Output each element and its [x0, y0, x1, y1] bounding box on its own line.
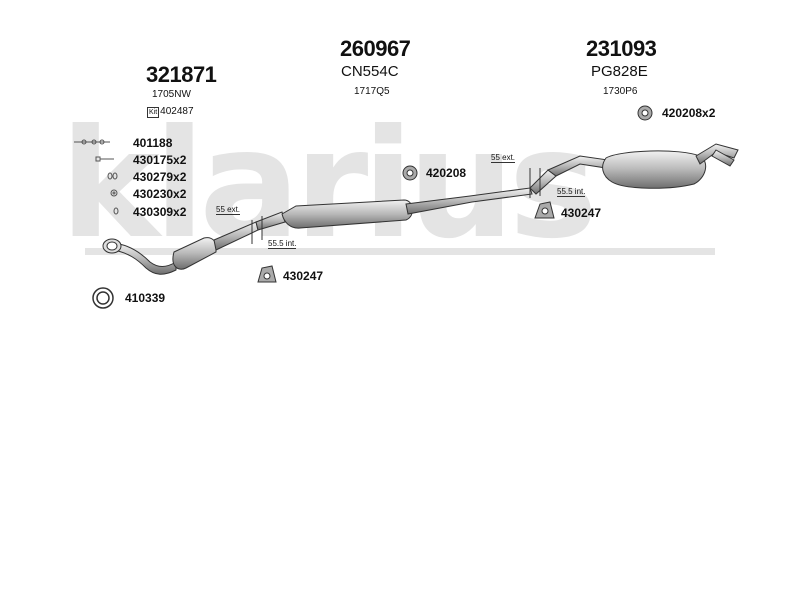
rubber-hanger-icon — [257, 265, 277, 283]
section-1-code: 1705NW — [152, 89, 191, 100]
bolt-icon — [95, 156, 114, 162]
rubber-hanger-icon — [534, 201, 555, 219]
hanger-label: 420208 — [426, 166, 467, 180]
rear-silencer — [547, 143, 739, 189]
nut-icon — [110, 189, 118, 197]
parts-list-item: 430309x2 — [133, 205, 187, 219]
section-3-code: PG828E — [591, 63, 648, 80]
dimension-label: 55 ext. — [216, 205, 241, 215]
clamp-icon — [74, 139, 110, 145]
hanger-label: 430247 — [283, 269, 324, 283]
watermark-bar — [85, 248, 715, 255]
parts-list-item: 430175x2 — [133, 153, 187, 167]
gasket-label: 410339 — [125, 291, 166, 305]
rubber-hanger-icon — [402, 165, 418, 181]
dimension-label: 55 ext. — [491, 153, 516, 163]
front-pipe — [102, 211, 286, 275]
section-2-part-number: 260967 — [340, 36, 411, 61]
parts-list-icons — [74, 139, 119, 215]
kit-number: 402487 — [160, 106, 194, 117]
spring-icon — [107, 172, 118, 180]
section-2-ref: 1717Q5 — [354, 86, 390, 97]
section-3-ref: 1730P6 — [603, 86, 638, 97]
brand-watermark: klarius — [60, 98, 598, 272]
hanger-label: 420208x2 — [662, 106, 716, 120]
parts-list-item: 430230x2 — [133, 187, 187, 201]
section-1-part-number: 321871 — [146, 62, 217, 87]
catalytic-converter — [172, 237, 217, 270]
washer-icon — [113, 207, 119, 215]
rubber-hanger-icon — [637, 105, 653, 121]
section-2-code: CN554C — [341, 63, 399, 80]
hanger-label: 430247 — [561, 206, 602, 220]
centre-silencer — [281, 169, 557, 229]
parts-list-item: 401188 — [133, 136, 173, 150]
kit-badge: Kit — [147, 107, 160, 118]
section-3-part-number: 231093 — [586, 36, 657, 61]
dimension-marks — [251, 168, 541, 244]
dimension-label: 55.5 int. — [557, 187, 586, 197]
parts-list-item: 430279x2 — [133, 170, 187, 184]
gasket-icon — [92, 287, 114, 309]
dimension-label: 55.5 int. — [268, 239, 297, 249]
